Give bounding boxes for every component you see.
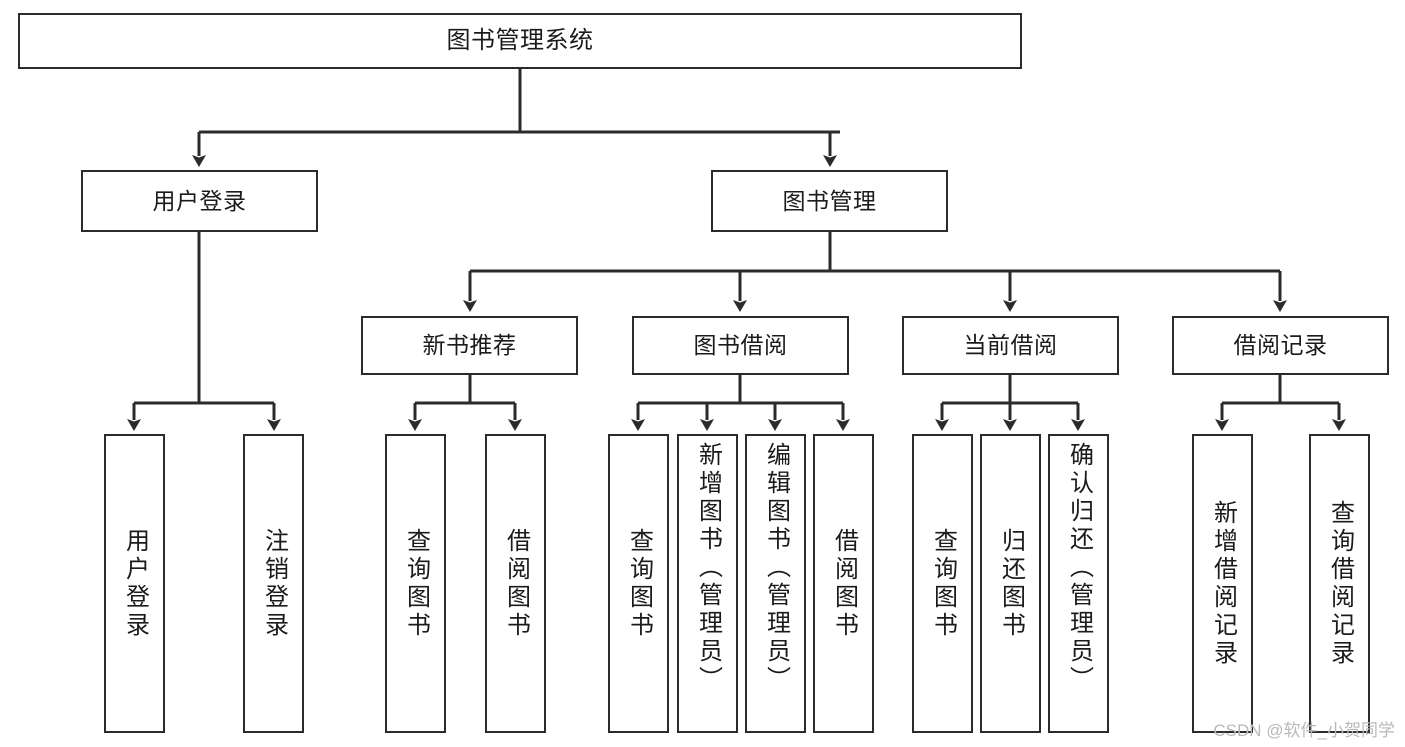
node-label: 归还图书 [997,527,1025,640]
node-root-book-management-system[interactable]: 图书管理系统 [18,13,1022,69]
leaf-confirm-return-admin[interactable]: 确认归还（管理员） [1048,434,1109,733]
node-label: 图书管理 [782,187,877,214]
leaf-return-book[interactable]: 归还图书 [980,434,1041,733]
node-current-borrow[interactable]: 当前借阅 [902,316,1119,375]
leaf-user-login[interactable]: 用户登录 [104,434,165,733]
node-label: 当前借阅 [963,332,1058,359]
leaf-borrow-book[interactable]: 借阅图书 [813,434,874,733]
node-label: 查询借阅记录 [1326,499,1354,668]
node-label: 查询图书 [625,527,653,640]
node-label: 查询图书 [402,527,430,640]
node-label: 新增图书（管理员） [694,442,722,694]
node-label: 编辑图书（管理员） [762,442,790,694]
node-user-login[interactable]: 用户登录 [81,170,318,232]
watermark-text: CSDN @软件_小贺同学 [1213,721,1395,740]
node-label: 新书推荐 [422,332,517,359]
node-label: 用户登录 [152,187,247,214]
node-label: 借阅图书 [502,527,530,640]
leaf-query-book-recommend[interactable]: 查询图书 [385,434,446,733]
node-new-book-recommend[interactable]: 新书推荐 [361,316,578,375]
leaf-borrow-book-recommend[interactable]: 借阅图书 [485,434,546,733]
node-label: 用户登录 [121,527,149,640]
node-book-borrow[interactable]: 图书借阅 [632,316,849,375]
node-label: 新增借阅记录 [1209,499,1237,668]
node-label: 图书借阅 [693,332,788,359]
node-label: 图书管理系统 [446,27,594,55]
leaf-add-book-admin[interactable]: 新增图书（管理员） [677,434,738,733]
node-label: 借阅图书 [830,527,858,640]
leaf-query-book-borrow[interactable]: 查询图书 [608,434,669,733]
leaf-query-book-current[interactable]: 查询图书 [912,434,973,733]
leaf-edit-book-admin[interactable]: 编辑图书（管理员） [745,434,806,733]
leaf-user-logout[interactable]: 注销登录 [243,434,304,733]
leaf-add-borrow-record[interactable]: 新增借阅记录 [1192,434,1253,733]
node-book-management[interactable]: 图书管理 [711,170,948,232]
node-label: 确认归还（管理员） [1065,442,1093,694]
leaf-query-borrow-record[interactable]: 查询借阅记录 [1309,434,1370,733]
node-label: 查询图书 [929,527,957,640]
node-label: 借阅记录 [1233,332,1328,359]
node-borrow-record[interactable]: 借阅记录 [1172,316,1389,375]
node-label: 注销登录 [260,527,288,640]
